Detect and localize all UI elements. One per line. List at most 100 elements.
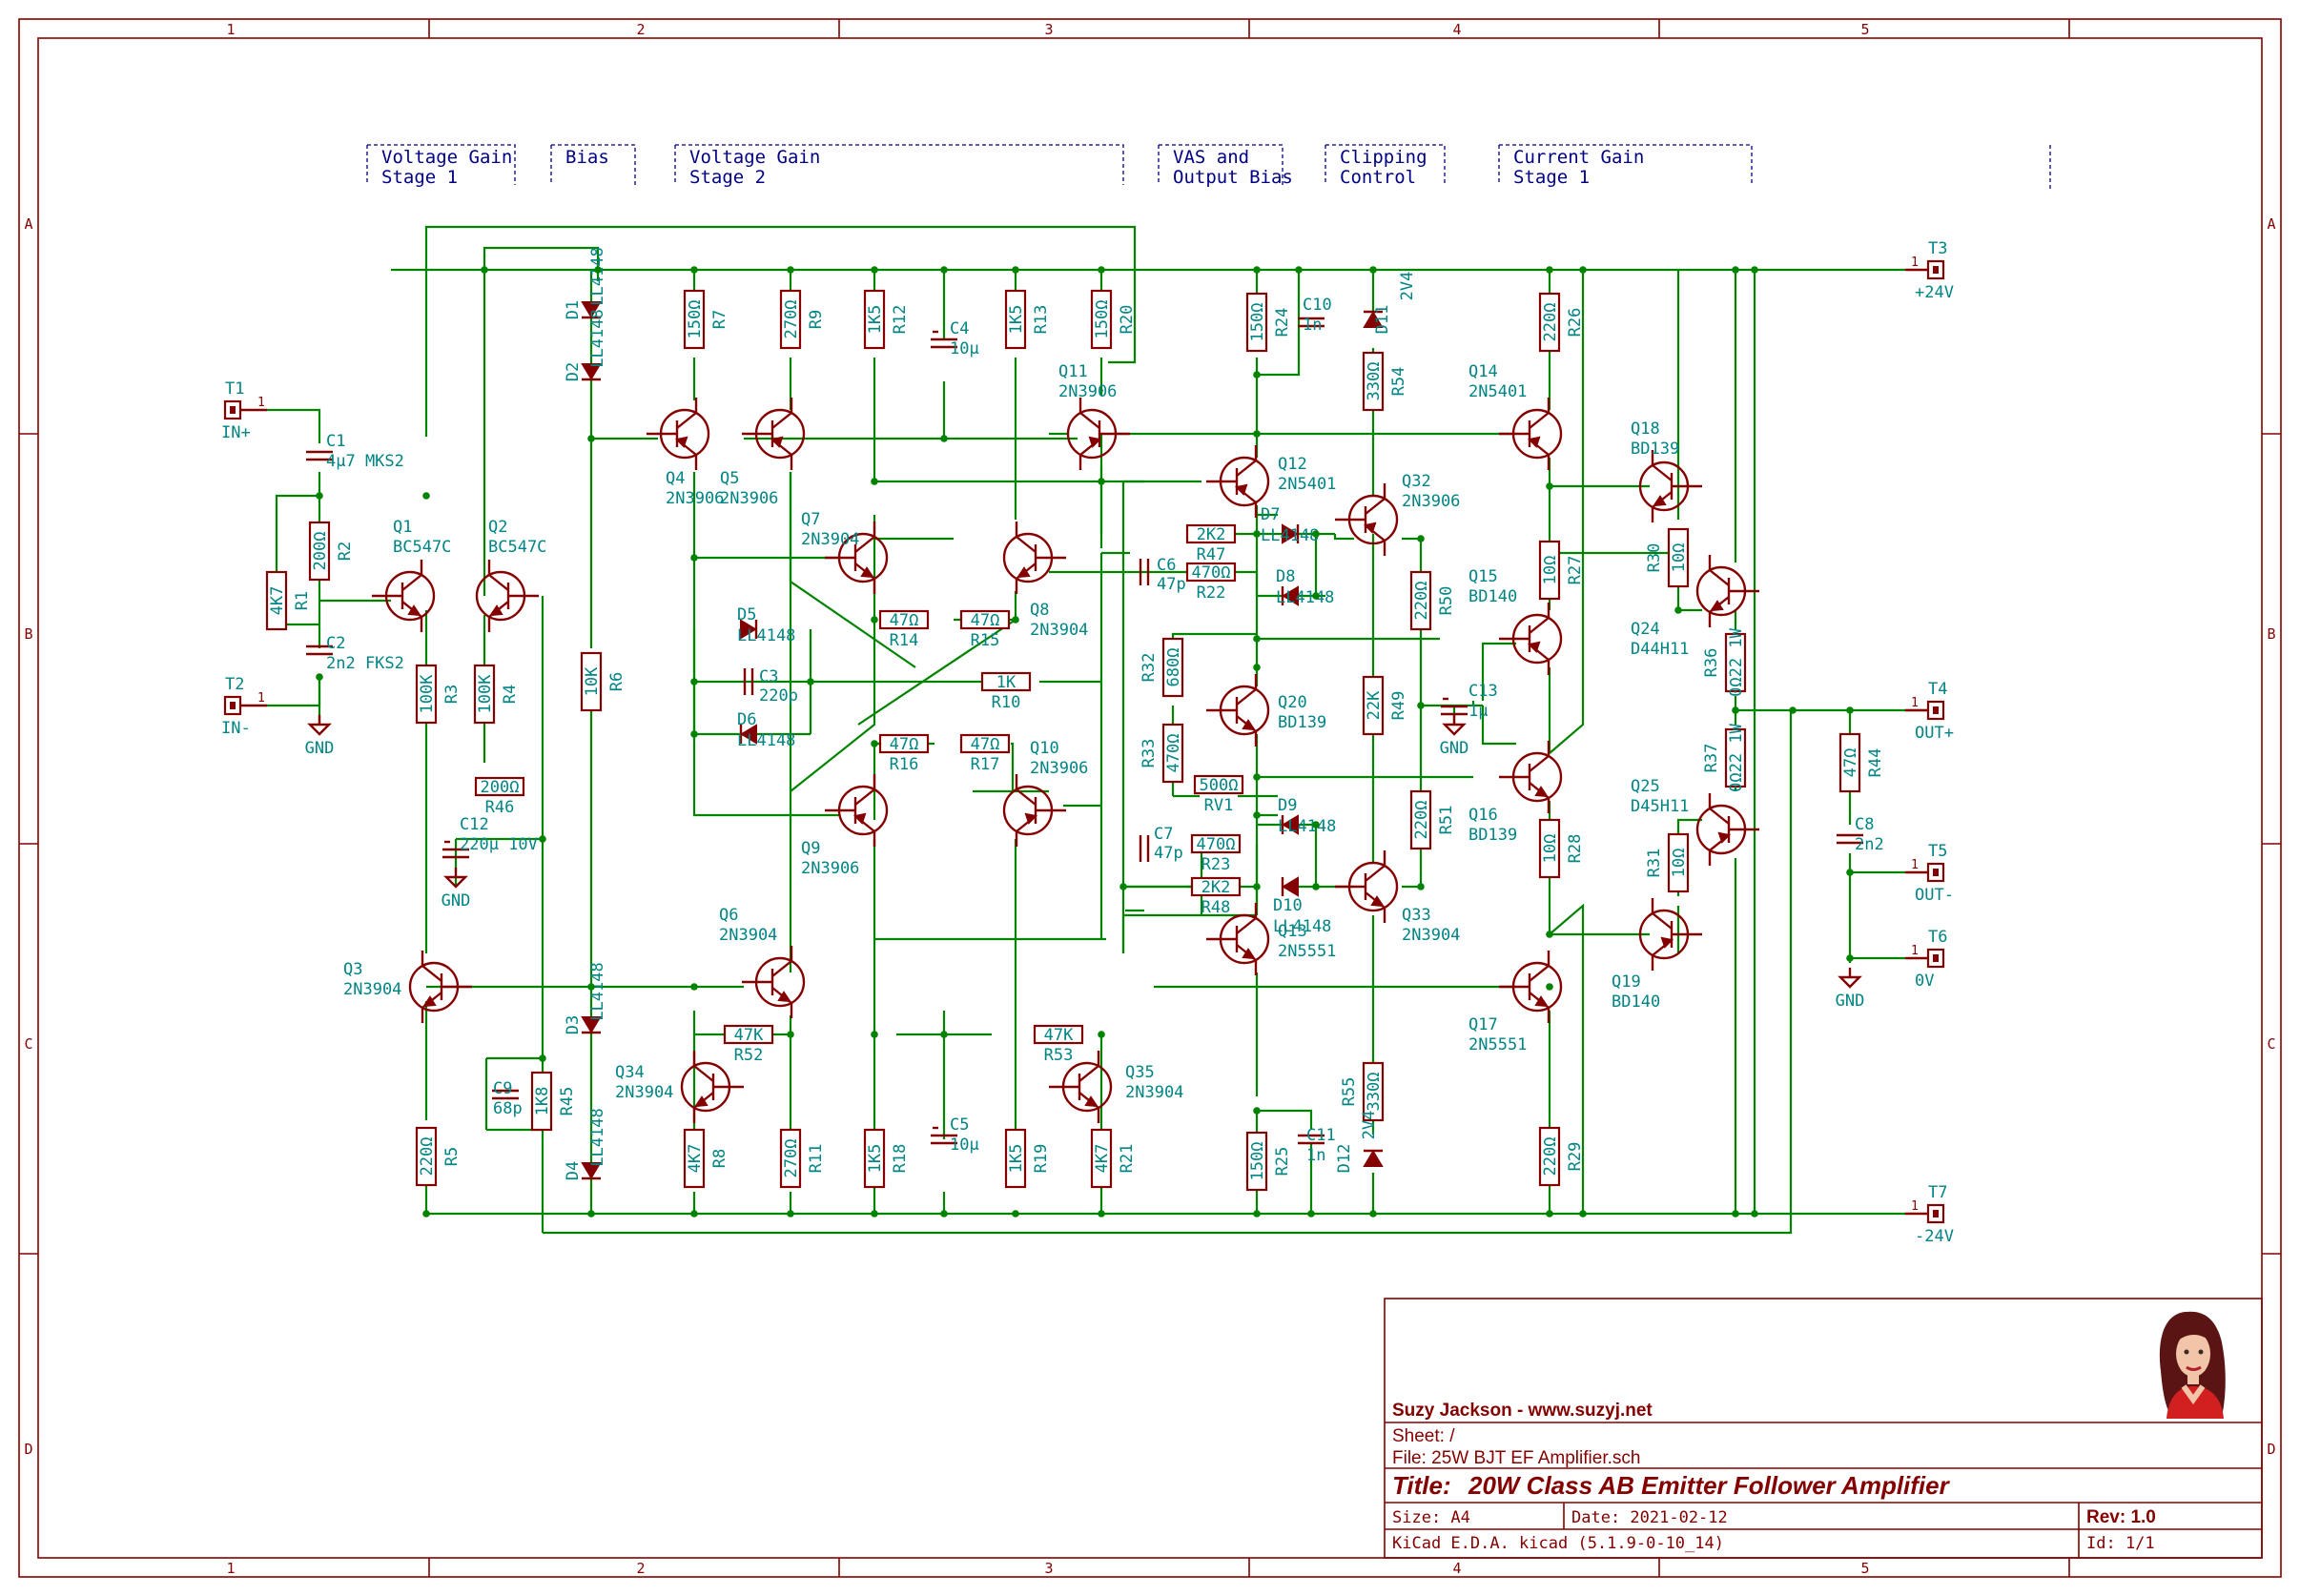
wire-junction [1417,883,1425,890]
transistor-ref: Q14 [1468,362,1498,381]
section-note: VAS and [1173,147,1249,168]
wire-junction [422,1210,430,1217]
ground-symbol: GND [305,715,334,758]
resistor-value: 220Ω [1541,1137,1560,1177]
diode-value: LL4148 [588,247,607,305]
section-note: Stage 1 [381,167,458,188]
resistor-ref: R24 [1273,308,1292,338]
column-label-top: 2 [636,21,645,38]
transistor-ref: Q16 [1468,806,1498,825]
resistor-value: 10Ω [1670,849,1689,878]
wire-junction [690,266,698,274]
capacitor-ref: C12 [460,815,489,834]
column-label-bottom: 3 [1044,1560,1053,1577]
row-label-left: B [24,625,32,643]
resistor-ref: R12 [891,305,910,335]
wire-junction [1253,1107,1261,1115]
id-text: Id: 1/1 [2086,1534,2155,1553]
resistor-ref: R4 [501,685,520,704]
transistor-ref: Q1 [393,518,412,537]
wire-junction [539,835,546,843]
wire-junction [1846,954,1854,962]
transistor-value: 2N3906 [720,489,778,508]
section-note: Control [1340,167,1416,188]
terminal-pin: 1 [1911,1199,1919,1214]
section-note: Stage 1 [1513,167,1590,188]
resistor-value: 470Ω [1197,835,1236,854]
wire-junction [690,1210,698,1217]
wire-junction [1253,266,1261,274]
wire-junction [1546,931,1553,938]
capacitor-ref: C6 [1157,556,1176,575]
resistor-value: 470Ω [1192,563,1231,583]
row-label-right: D [2267,1441,2275,1458]
wire-junction [690,983,698,991]
ground-symbol: GND [442,868,470,911]
terminal-ref: T1 [225,379,244,399]
resistor-value: 270Ω [782,300,801,339]
column-label-top: 5 [1860,21,1869,38]
resistor-ref: R32 [1140,653,1159,683]
resistor-ref: R20 [1118,305,1137,335]
resistor-ref: RV1 [1204,796,1234,815]
resistor-ref: R18 [891,1144,910,1174]
capacitor-value: 47p [1154,844,1183,863]
diode-ref: D8 [1276,567,1295,586]
resistor-ref: R6 [607,672,626,691]
capacitor-ref: C5 [950,1115,969,1135]
resistor-value: 150Ω [1248,303,1267,342]
column-label-bottom: 4 [1452,1560,1461,1577]
wire-junction [316,673,323,681]
resistor-ref: R31 [1645,849,1664,878]
resistor-ref: R3 [442,685,462,704]
wire-junction [1417,702,1425,709]
transistor-ref: Q8 [1030,601,1049,620]
wires [267,225,1941,1235]
terminal-net: OUT- [1915,886,1954,905]
file-text: File: 25W BJT EF Amplifier.sch [1392,1448,1640,1468]
resistor-ref: R45 [558,1087,577,1116]
avatar [2159,1311,2226,1419]
column-label-top: 3 [1044,21,1053,38]
wire-junction [1312,592,1320,600]
terminal-net: IN+ [221,423,251,442]
ground-symbol: GND [1440,715,1468,758]
resistor-value: 150Ω [686,300,705,339]
wire-junction [807,678,814,685]
wire-junction [587,1210,595,1217]
terminal-ref: T7 [1928,1183,1947,1202]
wire-junction [1546,482,1553,490]
resistor-ref: R33 [1140,739,1159,768]
resistor-value: 1K [996,673,1017,692]
transistor-ref: Q25 [1631,777,1660,796]
wire-junction [1312,821,1320,829]
transistor-ref: Q20 [1278,693,1307,712]
terminal-pin: 1 [1911,696,1919,710]
transistor-ref: Q35 [1125,1063,1155,1082]
column-label-top: 4 [1452,21,1461,38]
wire-junction [871,740,878,747]
section-note: Current Gain [1513,147,1644,168]
resistor-ref: R5 [442,1147,462,1166]
